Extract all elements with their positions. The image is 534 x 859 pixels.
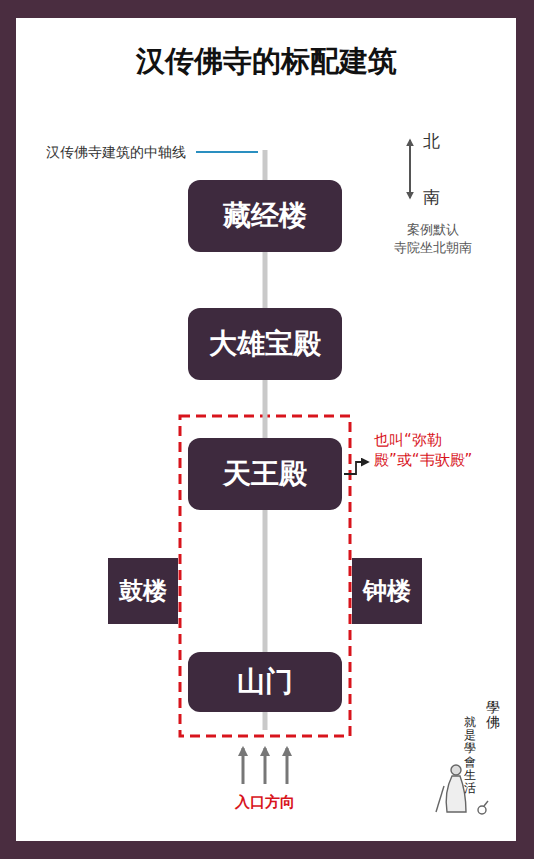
watermark: 就是學會生活 [464, 716, 476, 795]
entry-label: 入口方向 [215, 792, 315, 812]
entry-arrow [242, 748, 245, 784]
group-bracket [180, 416, 350, 736]
entry-arrow [286, 748, 289, 784]
hall-box: 天王殿 [188, 438, 342, 510]
diagram-title: 汉传佛寺的标配建筑 [16, 42, 516, 82]
direction-label: 南 [423, 186, 440, 209]
tower-box: 钟楼 [352, 558, 422, 624]
hall-box: 藏经楼 [188, 180, 342, 252]
node-label: 鼓楼 [119, 575, 167, 607]
axis-line [263, 150, 268, 180]
watermark: 學佛 [486, 700, 500, 731]
tower-box: 鼓楼 [108, 558, 178, 624]
node-label: 藏经楼 [223, 197, 307, 235]
node-label: 钟楼 [363, 575, 411, 607]
note-text: 案例默认 寺院坐北朝南 [388, 221, 478, 256]
hall-box: 山门 [188, 652, 342, 712]
node-label: 山门 [237, 663, 293, 701]
monk-sketch [436, 765, 488, 814]
axis-connector [263, 380, 268, 438]
axis-connector [263, 510, 268, 652]
callout-text: 也叫“弥勒殿”或“韦驮殿” [374, 430, 488, 471]
axis-label: 汉传佛寺建筑的中轴线 [46, 143, 186, 162]
callout-arrow [344, 462, 368, 474]
direction-label: 北 [423, 130, 440, 153]
entry-arrow [264, 748, 267, 784]
node-label: 大雄宝殿 [209, 325, 321, 363]
node-label: 天王殿 [223, 455, 307, 493]
axis-line [263, 712, 268, 730]
compass-arrow [409, 140, 411, 198]
axis-connector [263, 252, 268, 308]
hall-box: 大雄宝殿 [188, 308, 342, 380]
leader-line [196, 151, 258, 153]
